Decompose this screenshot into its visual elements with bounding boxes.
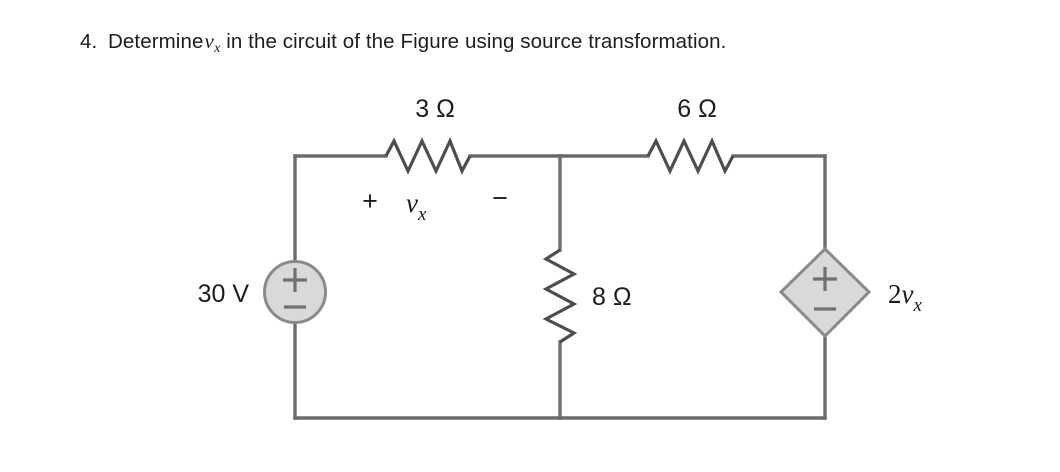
voltage-source-30v [263,260,327,324]
vx-plus-label: + [362,186,378,216]
vx-variable-label: vx [406,188,427,225]
dependent-source-plus-icon [813,267,837,291]
vx-minus-label: − [492,183,508,213]
resistor-3ohm-label: 3 Ω [415,95,455,123]
vx-variable-subscript: x [417,204,427,225]
question-variable-base: v [204,29,214,53]
dependent-source-coefficient: 2 [888,279,902,309]
question-variable-subscript: x [214,40,221,56]
question-text-before: Determine [108,30,204,53]
resistor-6ohm-label: 6 Ω [677,95,717,123]
voltage-source-30v-label: 30 V [198,280,250,308]
question-text-after: in the circuit of the Figure using sourc… [226,30,727,53]
dependent-source-body [778,246,872,339]
dependent-source-2vx-label: 2vx [888,279,922,316]
voltage-source-plus-icon [283,268,307,292]
resistor-3ohm-symbol [384,136,472,175]
dependent-source-variable-subscript: x [912,295,922,316]
question-text: 4. Determinevx in the circuit of the Figu… [80,26,1040,64]
dependent-source-variable: v [902,279,914,309]
circuit-wires [293,154,827,420]
resistor-8ohm-label: 8 Ω [592,283,632,311]
dependent-source-2vx [778,246,872,339]
question-variable: vx [203,29,221,56]
question-number: 4. [80,30,98,53]
vx-variable-base: v [406,188,418,218]
resistor-8ohm-symbol [542,248,578,344]
resistor-6ohm-symbol [646,137,735,175]
